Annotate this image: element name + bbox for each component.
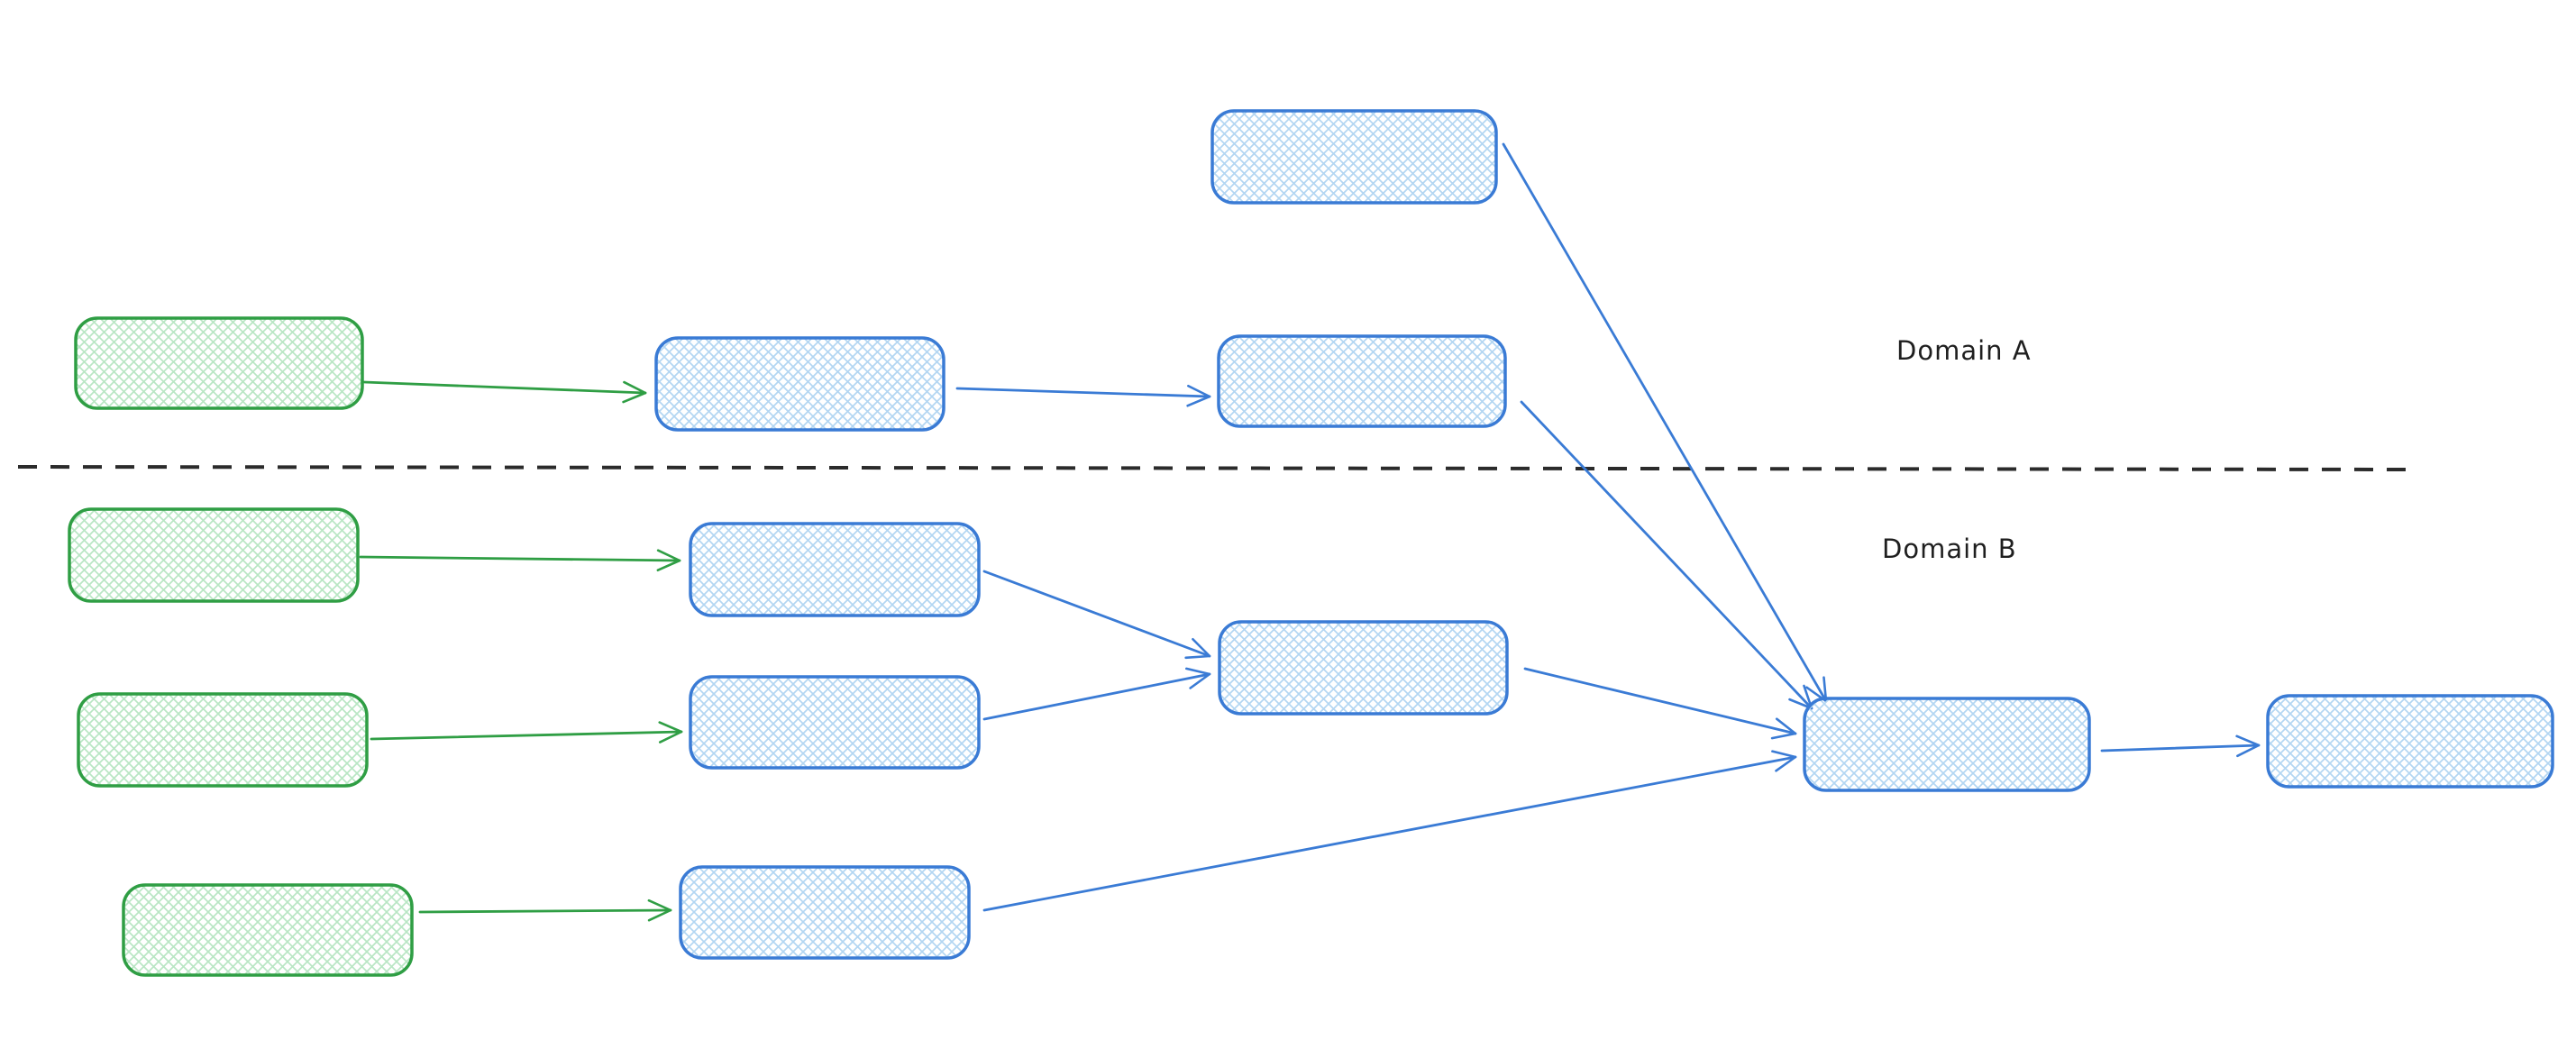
- edge-green-b3-to-b3[interactable]: [418, 898, 672, 922]
- edge-merge-to-converge[interactable]: [1523, 667, 1798, 743]
- edge-b2-to-merge[interactable]: [982, 664, 1211, 721]
- nodes-layer: [68, 109, 2554, 977]
- node-blue-merge-b[interactable]: [1218, 620, 1509, 716]
- domain-divider-dashed-line[interactable]: [17, 465, 2416, 471]
- node-blue-stage-b1[interactable]: [689, 522, 981, 617]
- arrowhead-icon: [1771, 750, 1797, 772]
- edge-green-a-to-a1[interactable]: [362, 380, 647, 404]
- edge-green-b1-to-b1[interactable]: [359, 549, 681, 572]
- node-green-source-b1[interactable]: [68, 507, 360, 603]
- node-green-source-b3[interactable]: [122, 883, 414, 977]
- arrowhead-icon: [2235, 734, 2261, 758]
- node-blue-stage-a1[interactable]: [654, 336, 945, 432]
- edge-a2-to-converge[interactable]: [1520, 400, 1819, 716]
- domain-b-label[interactable]: Domain B: [1882, 534, 2017, 564]
- node-blue-stage-b3[interactable]: [679, 865, 971, 960]
- edge-converge-to-output[interactable]: [2100, 734, 2261, 758]
- node-blue-top[interactable]: [1210, 109, 1498, 205]
- arrowhead-icon: [647, 898, 672, 922]
- node-green-source-a[interactable]: [74, 316, 364, 410]
- node-blue-stage-b2[interactable]: [689, 675, 981, 770]
- edge-a1-to-a2[interactable]: [955, 384, 1211, 407]
- domain-a-label[interactable]: Domain A: [1896, 335, 2032, 366]
- node-blue-output[interactable]: [2266, 694, 2554, 789]
- edge-green-b2-to-b2[interactable]: [370, 721, 683, 743]
- arrowhead-icon: [656, 549, 681, 572]
- arrowhead-icon: [1186, 384, 1211, 407]
- arrowhead-icon: [622, 380, 647, 404]
- edge-top-to-converge[interactable]: [1502, 142, 1835, 707]
- edge-b1-to-merge[interactable]: [982, 570, 1213, 665]
- node-blue-stage-a2[interactable]: [1217, 334, 1507, 428]
- edge-b3-to-converge[interactable]: [982, 747, 1797, 912]
- node-blue-converge[interactable]: [1803, 697, 2091, 792]
- arrowhead-icon: [1184, 637, 1211, 660]
- node-green-source-b2[interactable]: [77, 692, 369, 788]
- arrowhead-icon: [1185, 667, 1211, 689]
- arrowhead-icon: [1770, 717, 1797, 740]
- arrowhead-icon: [658, 721, 683, 743]
- edges-layer: [17, 142, 2416, 922]
